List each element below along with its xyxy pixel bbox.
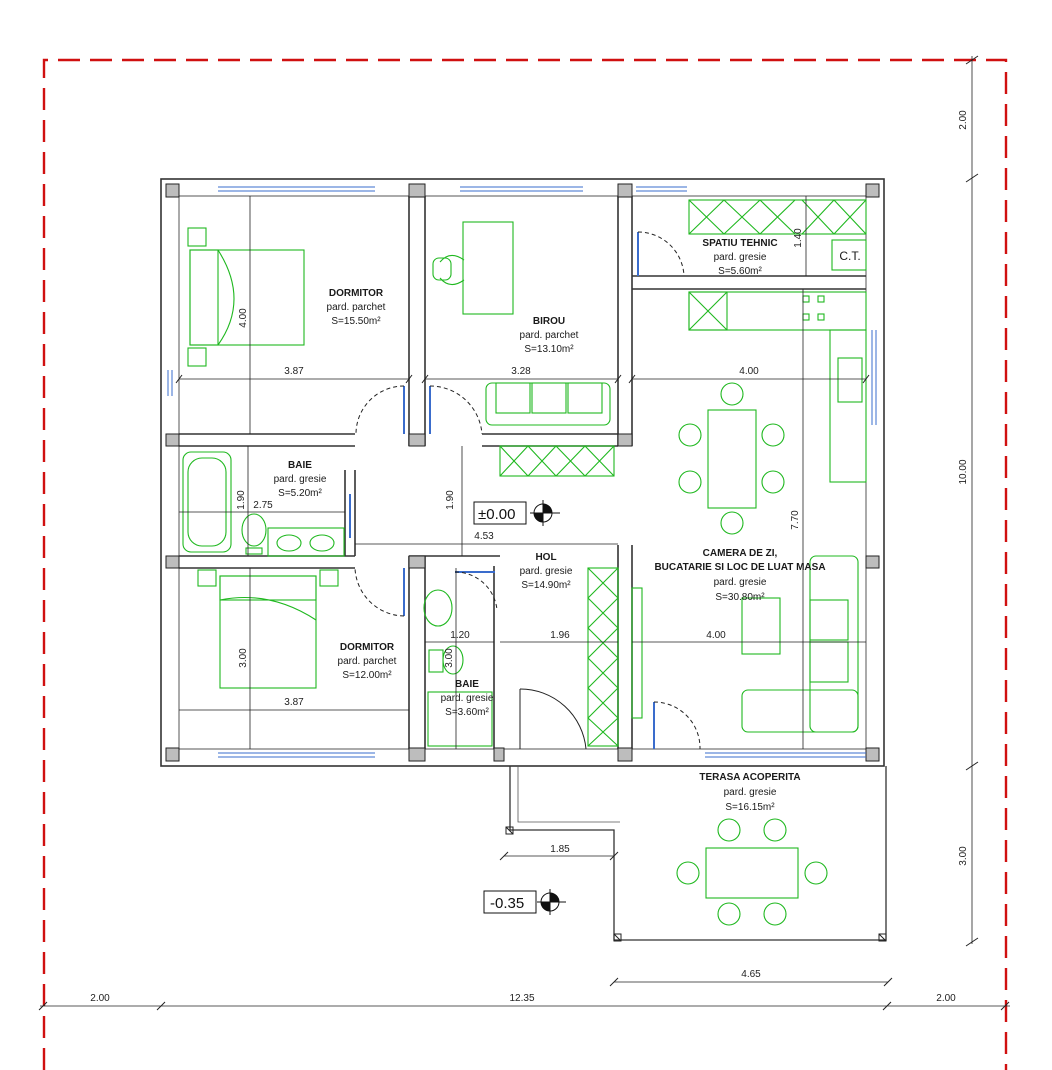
room-floor: pard. gresie — [714, 577, 767, 588]
walls — [160, 178, 885, 767]
room-name: DORMITOR — [329, 288, 384, 299]
columns — [165, 183, 880, 762]
dim-text: 1.40 — [793, 228, 804, 248]
room-name: TERASA ACOPERITA — [699, 772, 800, 783]
dim-text: 2.00 — [936, 993, 956, 1004]
room-label-dormitor-1: DORMITOR pard. parchet S=15.50m² — [327, 288, 386, 327]
dim-text: 2.00 — [90, 993, 110, 1004]
room-area: S=13.10m² — [524, 344, 574, 355]
room-name: HOL — [535, 552, 556, 563]
dim-text: 4.00 — [238, 308, 249, 328]
room-label-spatiu-tehnic: SPATIU TEHNIC pard. gresie S=5.60m² — [702, 238, 777, 277]
room-floor: pard. gresie — [274, 474, 327, 485]
dim-text: 4.53 — [474, 531, 494, 542]
room-label-baie-1: BAIE pard. gresie S=5.20m² — [274, 460, 327, 499]
dim-text: 12.35 — [509, 993, 534, 1004]
doors — [349, 231, 701, 750]
dim-text: 3.00 — [238, 648, 249, 668]
room-area: S=5.60m² — [718, 266, 762, 277]
dimension-texts: 3.87 3.28 4.00 4.00 1.40 1.90 2.75 1.90 … — [90, 110, 969, 1004]
terrace-outline — [505, 766, 887, 942]
dim-text: 2.00 — [958, 110, 969, 130]
dim-text: 10.00 — [958, 459, 969, 484]
dim-text: 3.00 — [958, 846, 969, 866]
room-name: BIROU — [533, 316, 565, 327]
room-floor: pard. gresie — [714, 252, 767, 263]
room-floor: pard. parchet — [338, 656, 397, 667]
level-marker-exterior: -0.35 — [483, 889, 566, 915]
dim-text: 7.70 — [790, 510, 801, 530]
dim-text: 1.96 — [550, 630, 570, 641]
dim-text: 3.87 — [284, 697, 304, 708]
room-name: SPATIU TEHNIC — [702, 238, 777, 249]
room-floor: pard. parchet — [520, 330, 579, 341]
room-name: BAIE — [455, 679, 479, 690]
room-floor: pard. gresie — [724, 787, 777, 798]
dim-text: 1.90 — [445, 490, 456, 510]
dim-text: 1.20 — [450, 630, 470, 641]
room-label-hol: HOL pard. gresie S=14.90m² — [520, 552, 573, 591]
room-area: S=14.90m² — [521, 580, 571, 591]
room-name-line2: BUCATARIE SI LOC DE LUAT MASA — [654, 562, 825, 573]
room-name-line1: CAMERA DE ZI, — [703, 548, 778, 559]
furniture — [182, 199, 867, 926]
room-floor: pard. parchet — [327, 302, 386, 313]
room-area: S=16.15m² — [725, 802, 775, 813]
dim-text: 3.28 — [511, 366, 531, 377]
dim-text: 4.00 — [706, 630, 726, 641]
room-area: S=12.00m² — [342, 670, 392, 681]
level-interior-text: ±0.00 — [478, 506, 515, 523]
windows — [167, 186, 877, 758]
room-label-terasa: TERASA ACOPERITA pard. gresie S=16.15m² — [699, 772, 800, 813]
room-label-dormitor-2: DORMITOR pard. parchet S=12.00m² — [338, 642, 397, 681]
dim-text: 1.90 — [236, 490, 247, 510]
dim-text: 4.00 — [739, 366, 759, 377]
dim-text: 3.00 — [444, 648, 455, 668]
room-area: S=3.60m² — [445, 707, 489, 718]
dim-text: 2.75 — [253, 500, 273, 511]
ct-label: C.T. — [839, 249, 860, 263]
room-floor: pard. gresie — [441, 693, 494, 704]
level-marker-interior: ±0.00 — [473, 500, 560, 526]
site-boundary — [42, 58, 1008, 1070]
room-floor: pard. gresie — [520, 566, 573, 577]
dim-text: 4.65 — [741, 969, 761, 980]
room-label-birou: BIROU pard. parchet S=13.10m² — [520, 316, 579, 355]
level-exterior-text: -0.35 — [490, 895, 524, 912]
room-area: S=5.20m² — [278, 488, 322, 499]
dim-text: 3.87 — [284, 366, 304, 377]
room-name: DORMITOR — [340, 642, 395, 653]
room-label-camera-de-zi: CAMERA DE ZI, BUCATARIE SI LOC DE LUAT M… — [654, 548, 825, 603]
room-label-baie-2: BAIE pard. gresie S=3.60m² — [441, 679, 494, 718]
room-area: S=15.50m² — [331, 316, 381, 327]
room-area: S=30.80m² — [715, 592, 765, 603]
room-name: BAIE — [288, 460, 312, 471]
dim-text: 1.85 — [550, 844, 570, 855]
dimension-lines — [38, 55, 1010, 1011]
